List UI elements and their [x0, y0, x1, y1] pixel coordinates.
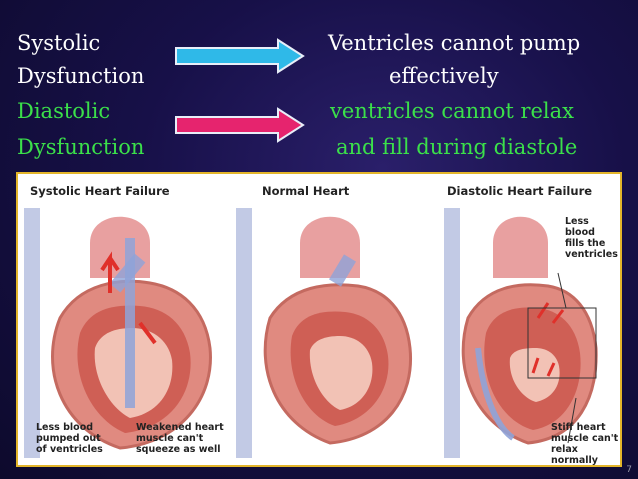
caption-less-blood-fills: Less blood fills the ventricles [565, 216, 618, 260]
right-arrow-icon [175, 107, 305, 143]
heart-failure-figure: Systolic Heart Failure Normal Heart Dias… [16, 172, 622, 467]
diastolic-description-line2: and fill during diastole [336, 135, 578, 159]
right-arrow-icon [175, 38, 305, 74]
normal-heart-illustration [236, 208, 413, 458]
systolic-dysfunction-label: Dysfunction [17, 64, 145, 88]
page-number: 7 [626, 465, 632, 475]
panel-title-normal: Normal Heart [262, 184, 350, 198]
systolic-heart-illustration [24, 208, 212, 458]
diastolic-heart-illustration [444, 208, 598, 458]
panel-title-systolic: Systolic Heart Failure [30, 184, 170, 198]
caption-weakened-muscle: Weakened heart muscle can't squeeze as w… [136, 422, 224, 455]
caption-stiff-muscle: Stiff heart muscle can't relax normally [551, 422, 619, 466]
systolic-description-line1: Ventricles cannot pump [328, 31, 581, 55]
diastolic-description-line1: ventricles cannot relax [330, 99, 575, 123]
caption-less-blood-pumped: Less blood pumped out of ventricles [36, 422, 103, 455]
systolic-label: Systolic [17, 31, 101, 55]
panel-title-diastolic: Diastolic Heart Failure [447, 184, 593, 198]
diastolic-dysfunction-label: Dysfunction [17, 135, 145, 159]
diastolic-label: Diastolic [17, 99, 111, 123]
systolic-description-line2: effectively [389, 64, 499, 88]
